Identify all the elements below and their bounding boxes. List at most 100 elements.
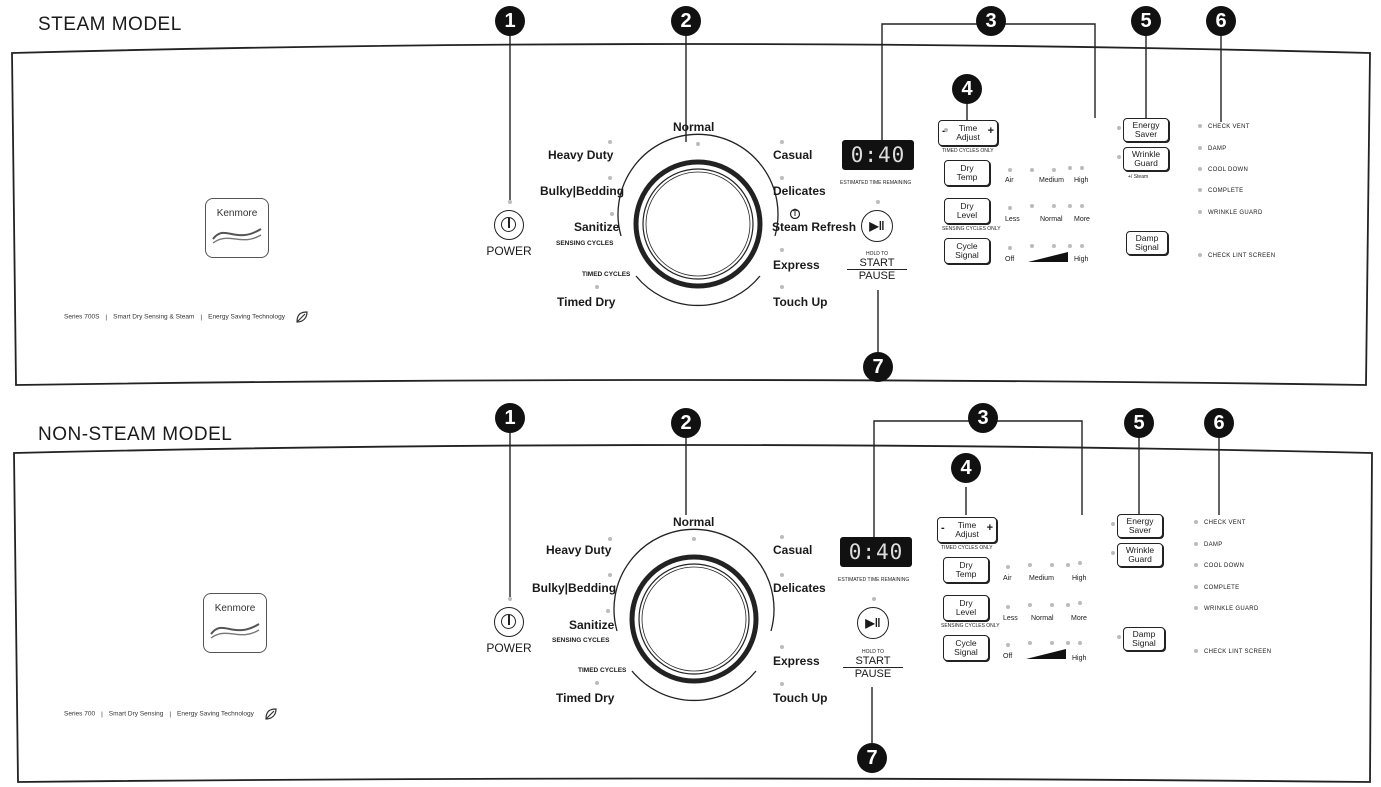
- damp-signal-button[interactable]: Damp Signal: [1123, 627, 1165, 651]
- time-plus[interactable]: +: [987, 125, 994, 137]
- dry-level-line1: Dry: [960, 201, 974, 211]
- cycle-normal[interactable]: Normal: [673, 515, 715, 529]
- callout-5: 5: [1124, 408, 1154, 438]
- start-pause-button[interactable]: ▶‖: [861, 210, 893, 242]
- time-adjust-button[interactable]: - Time Adjust +: [938, 120, 998, 146]
- cycle-bulky-bedding[interactable]: Bulky|Bedding: [540, 184, 625, 198]
- cycle-normal[interactable]: Normal: [673, 120, 715, 134]
- power-button[interactable]: [494, 210, 524, 240]
- timed-cycles-label: TIMED CYCLES: [582, 271, 631, 278]
- power-icon: [501, 217, 516, 232]
- damp-signal-button[interactable]: Damp Signal: [1126, 231, 1168, 255]
- wrinkle-guard-line2: Guard: [1128, 554, 1152, 564]
- callout-4: 4: [951, 453, 981, 483]
- cycle-signal-button[interactable]: Cycle Signal: [944, 238, 990, 264]
- cycle-express[interactable]: Express: [773, 258, 820, 272]
- cycle-delicates[interactable]: Delicates: [773, 184, 826, 198]
- panel-outline: [11, 23, 1371, 386]
- dry-temp-button[interactable]: Dry Temp: [943, 557, 989, 583]
- cycle-delicates[interactable]: Delicates: [773, 581, 826, 595]
- cycle-touch-up[interactable]: Touch Up: [773, 295, 828, 309]
- time-minus[interactable]: -: [942, 126, 946, 137]
- wrinkle-guard-button[interactable]: Wrinkle Guard: [1123, 147, 1169, 171]
- cycle-sanitize[interactable]: Sanitize: [569, 618, 615, 632]
- cycle-timed-dry[interactable]: Timed Dry: [556, 691, 615, 705]
- kenmore-logo: Kenmore: [205, 198, 269, 258]
- delicates-led: [780, 176, 784, 180]
- energy-saver-line2: Saver: [1128, 525, 1152, 535]
- power-button[interactable]: [494, 607, 524, 637]
- wrinkle-guard-line2: Guard: [1134, 158, 1158, 168]
- status-label: CHECK VENT: [1204, 520, 1246, 526]
- status-led: [1198, 146, 1202, 151]
- cycle-sanitize[interactable]: Sanitize: [574, 220, 620, 234]
- dry-temp-high: High: [1074, 177, 1089, 184]
- cycle-bulky-bedding[interactable]: Bulky|Bedding: [532, 581, 617, 595]
- cycle-signal-high: High: [1074, 256, 1089, 263]
- display-caption: ESTIMATED TIME REMAINING: [838, 577, 910, 583]
- wrinkle-guard-line1: Wrinkle: [1125, 545, 1155, 555]
- status-wrinkle-guard: WRINKLE GUARD: [1194, 606, 1259, 612]
- pause-label: PAUSE: [858, 270, 896, 282]
- kenmore-logo: Kenmore: [203, 593, 267, 653]
- dry-temp-button[interactable]: Dry Temp: [944, 160, 990, 186]
- wrinkle-guard-button[interactable]: Wrinkle Guard: [1117, 543, 1163, 567]
- led: [1080, 244, 1084, 248]
- time-plus[interactable]: +: [986, 522, 993, 534]
- dry-level-line1: Dry: [959, 598, 973, 608]
- power-icon-bar: [507, 218, 510, 228]
- steam-icon: [789, 208, 801, 219]
- led: [1080, 166, 1084, 170]
- hold-to-label: HOLD TO: [865, 251, 889, 257]
- led: [1028, 603, 1032, 607]
- cycle-heavy-duty[interactable]: Heavy Duty: [548, 148, 614, 162]
- dry-temp-air: Air: [1003, 575, 1012, 582]
- status-damp: DAMP: [1194, 542, 1223, 548]
- cycle-steam-refresh[interactable]: Steam Refresh: [772, 220, 857, 234]
- power-icon: [501, 614, 516, 629]
- status-check-vent: CHECK VENT: [1198, 124, 1250, 130]
- status-check-lint: CHECK LINT SCREEN: [1198, 253, 1275, 259]
- cycle-timed-dry[interactable]: Timed Dry: [557, 295, 616, 309]
- play-pause-icon: ▶‖: [869, 219, 885, 233]
- status-label: COOL DOWN: [1208, 167, 1249, 173]
- timed-cycles-label: TIMED CYCLES: [578, 667, 627, 674]
- time-adjust-line1: Time: [957, 520, 977, 530]
- cycle-casual[interactable]: Casual: [773, 148, 813, 162]
- series-energy: Energy Saving Technology: [208, 313, 285, 321]
- callout-1: 1: [495, 403, 525, 433]
- series-feature: Smart Dry Sensing: [108, 710, 164, 718]
- timed-dry-led: [595, 681, 599, 685]
- start-pause-button[interactable]: ▶‖: [857, 607, 889, 639]
- energy-saver-button[interactable]: Energy Saver: [1117, 514, 1163, 538]
- energy-saver-button[interactable]: Energy Saver: [1123, 118, 1169, 142]
- sanitize-led: [610, 212, 614, 216]
- cycle-signal-button[interactable]: Cycle Signal: [943, 635, 989, 661]
- cycle-signal-off: Off: [1003, 653, 1013, 660]
- dry-level-button[interactable]: Dry Level: [943, 595, 989, 621]
- led: [1052, 204, 1056, 208]
- steam-model-panel: STEAM MODEL 1 2 3 4 5 6 7 Kenmore Series…: [0, 0, 1381, 390]
- dry-level-button[interactable]: Dry Level: [944, 198, 990, 224]
- status-led: [1194, 520, 1198, 525]
- cycle-casual[interactable]: Casual: [773, 543, 813, 557]
- time-adjust-button[interactable]: - Time Adjust +: [937, 517, 997, 543]
- cycle-selector-dial[interactable]: [584, 509, 804, 729]
- led: [1052, 168, 1056, 172]
- cycle-express[interactable]: Express: [773, 654, 820, 668]
- cycle-heavy-duty[interactable]: Heavy Duty: [546, 543, 612, 557]
- led: [1050, 641, 1054, 645]
- status-led: [1194, 585, 1198, 590]
- time-minus[interactable]: -: [941, 522, 945, 534]
- led: [1078, 641, 1082, 645]
- dry-level-line2: Level: [956, 210, 978, 220]
- time-adjust-line2: Adjust: [956, 132, 980, 142]
- status-led: [1198, 253, 1202, 258]
- dry-level-caption: SENSING CYCLES ONLY: [942, 226, 1001, 232]
- cycle-touch-up[interactable]: Touch Up: [773, 691, 828, 705]
- led: [944, 128, 948, 132]
- dry-level-caption: SENSING CYCLES ONLY: [941, 623, 1000, 629]
- cycle-selector-dial[interactable]: [588, 114, 808, 334]
- led: [1066, 603, 1070, 607]
- brand-name: Kenmore: [214, 603, 256, 614]
